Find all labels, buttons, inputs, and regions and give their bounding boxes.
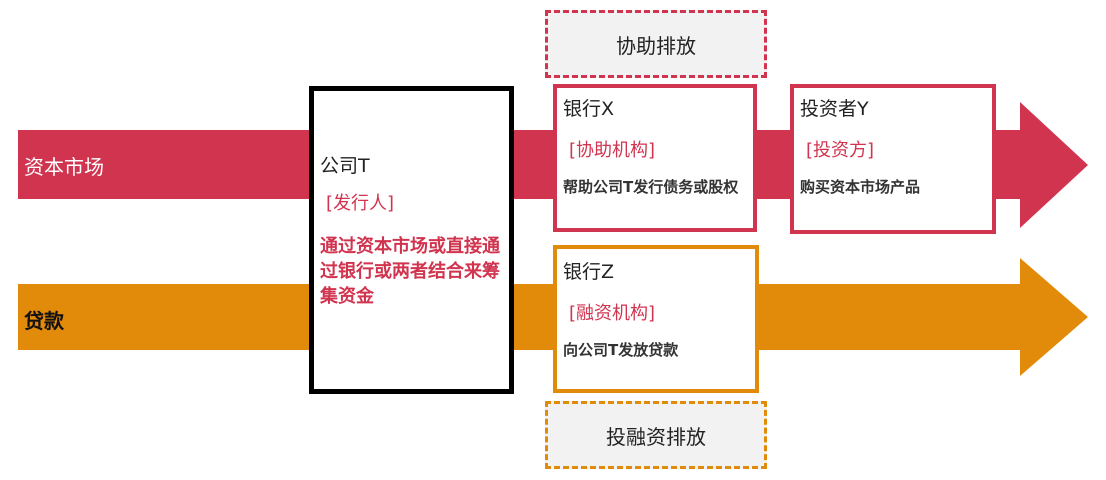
bank-z-desc: 向公司T发放贷款 [563,341,679,359]
facilitated-emissions-label: 协助排放 [545,10,767,78]
loan-label: 贷款 [24,309,64,333]
bank-x-role: [协助机构] [569,140,656,161]
bank-z-role: [融资机构] [569,303,656,324]
issuer-box: 公司T [发行人] 通过资本市场或直接通过银行或两者结合来筹集资金 [309,86,514,394]
investor-y-box: 投资者Y [投资方] 购买资本市场产品 [790,84,996,234]
bank-x-box: 银行X [协助机构] 帮助公司T发行债务或股权 [553,84,757,232]
financed-emissions-label: 投融资排放 [545,401,767,469]
investor-y-desc: 购买资本市场产品 [800,178,921,196]
issuer-desc: 通过资本市场或直接通过银行或两者结合来筹集资金 [320,236,500,307]
bank-x-title: 银行X [563,98,615,120]
investor-y-role: [投资方] [806,140,875,161]
issuer-title: 公司T [320,155,370,177]
issuer-role: [发行人] [326,193,395,214]
capital-market-label: 资本市场 [24,155,104,179]
investor-y-title: 投资者Y [800,98,869,120]
bank-z-title: 银行Z [563,261,615,283]
bank-z-box: 银行Z [融资机构] 向公司T发放贷款 [553,245,759,393]
bank-x-desc: 帮助公司T发行债务或股权 [563,178,739,196]
